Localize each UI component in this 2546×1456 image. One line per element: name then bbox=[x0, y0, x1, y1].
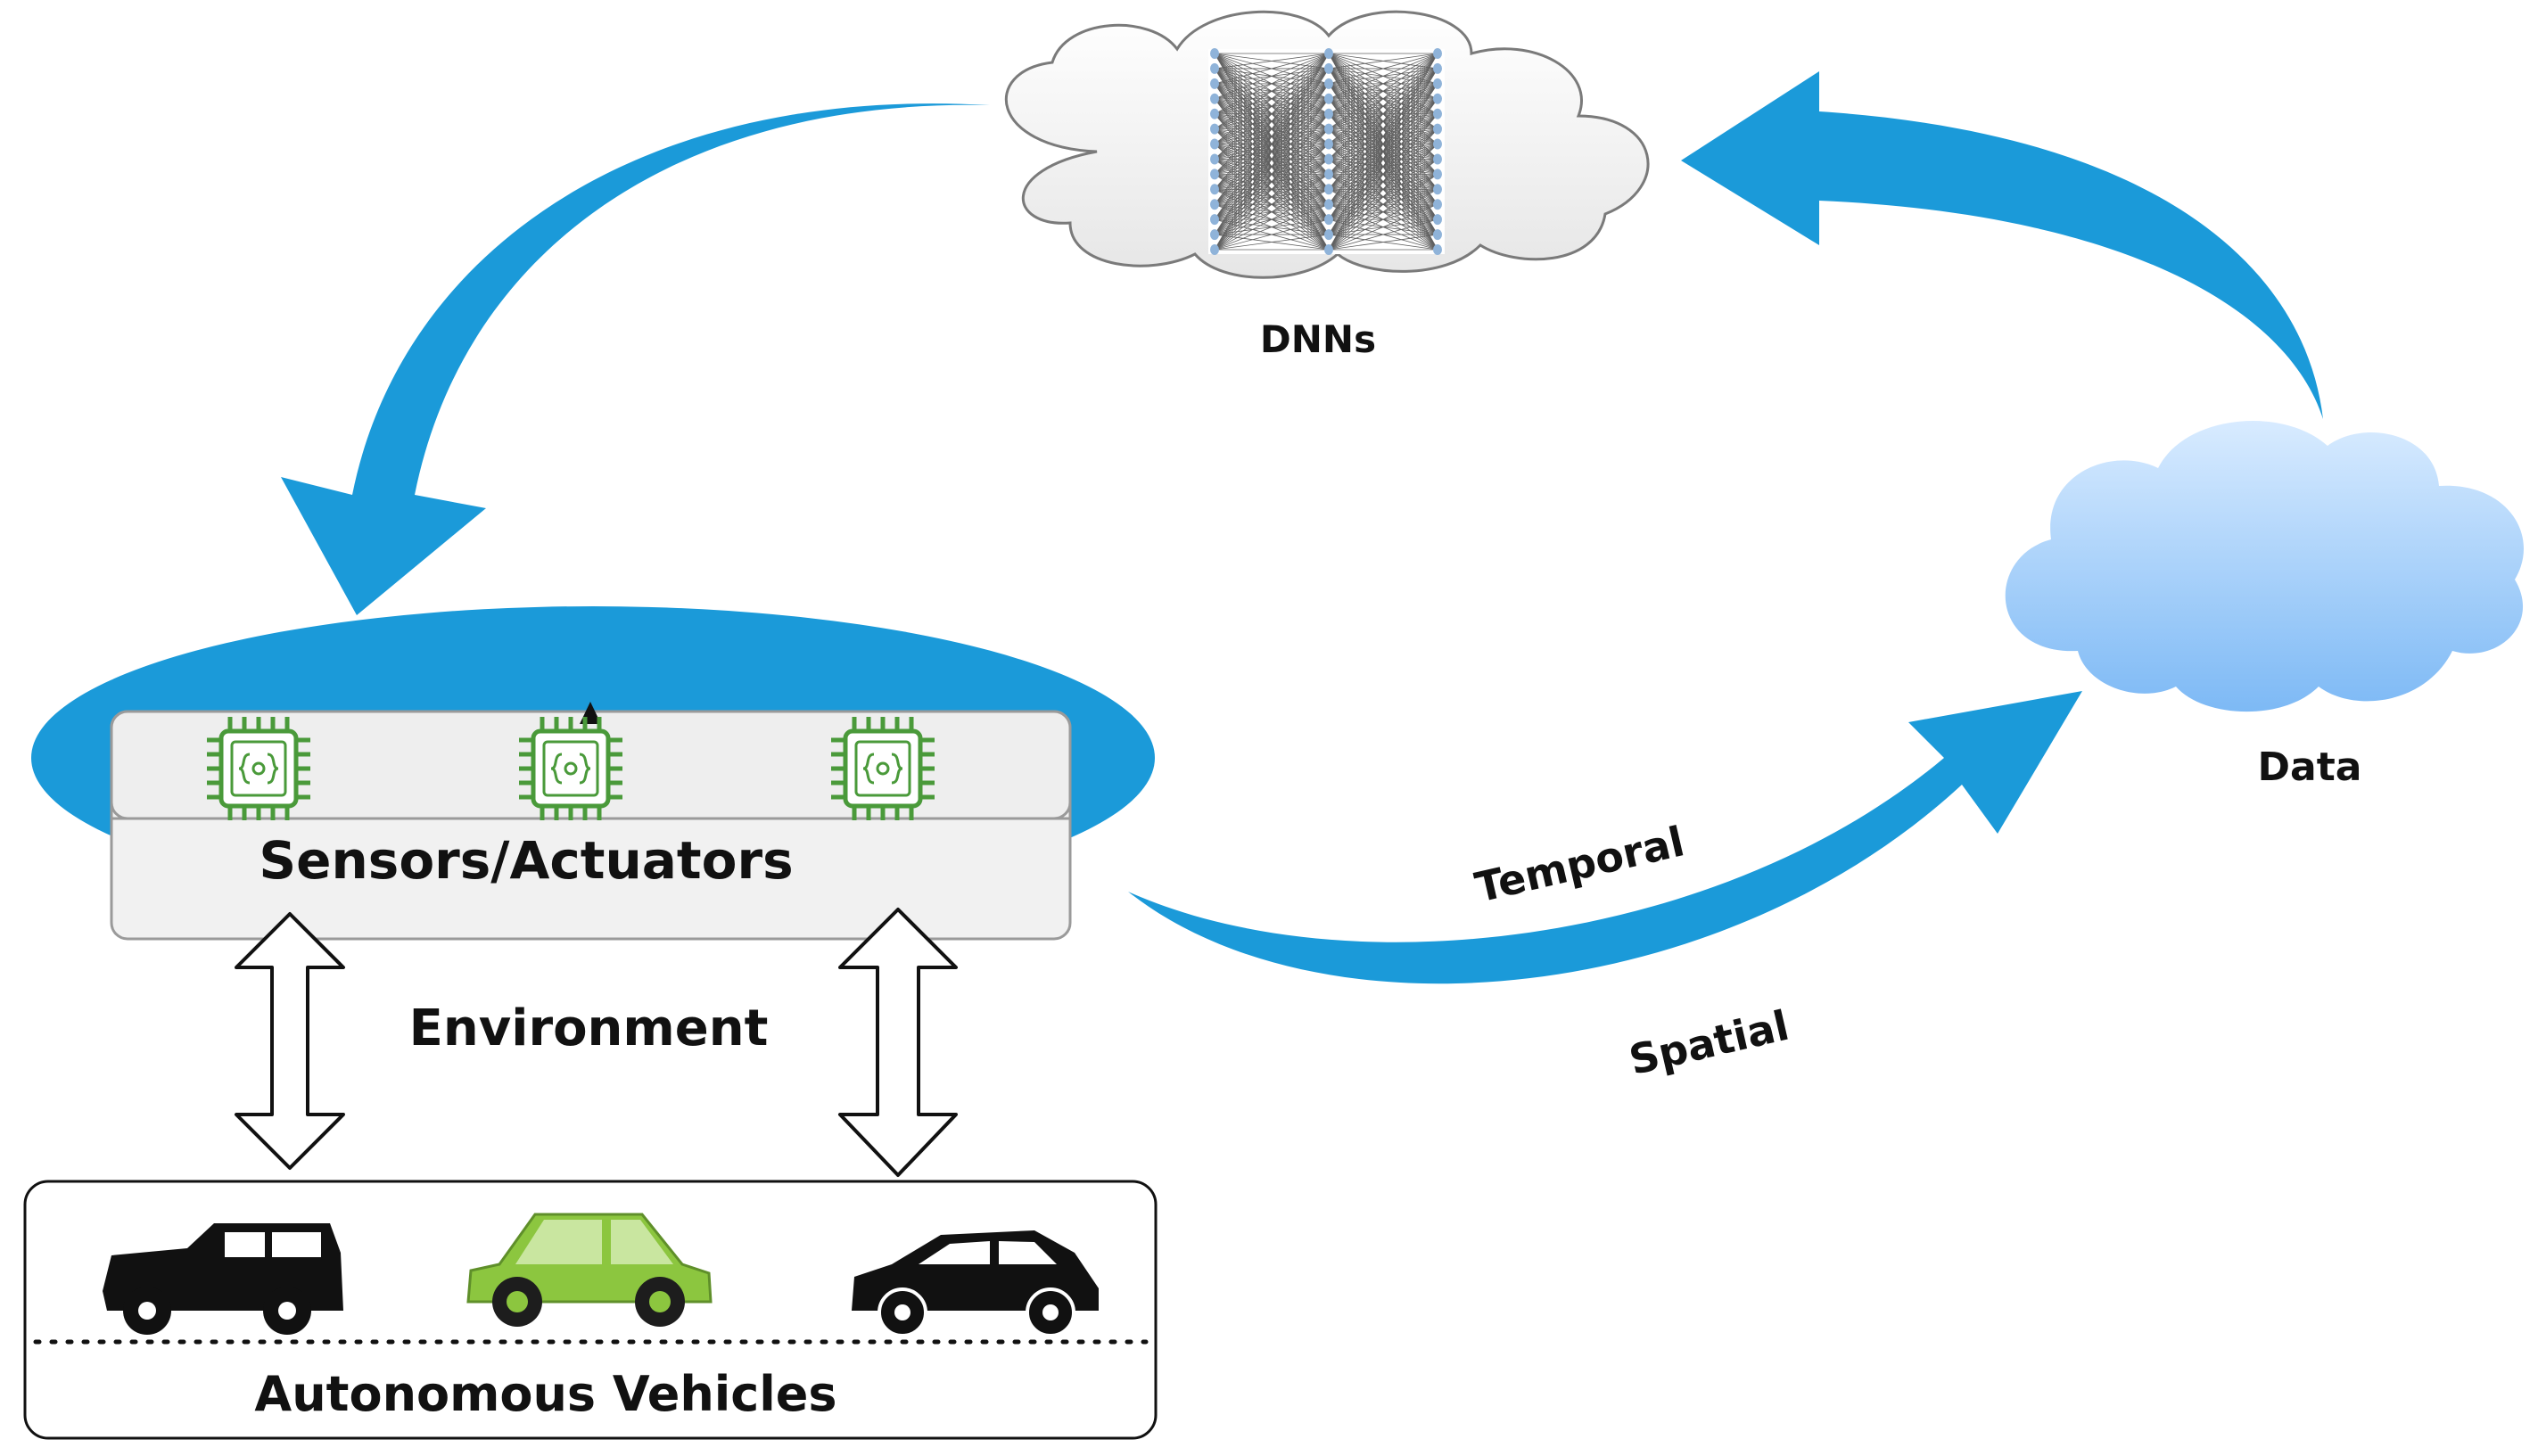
microchip-icon bbox=[519, 717, 622, 820]
microchip-icon bbox=[831, 717, 935, 820]
compact-car-icon bbox=[466, 1213, 713, 1327]
double-arrow-left bbox=[235, 912, 345, 1170]
suv-icon bbox=[103, 1223, 343, 1335]
hatchback-icon bbox=[852, 1230, 1099, 1337]
double-arrow-right bbox=[838, 908, 958, 1177]
arrow-sensors-to-data bbox=[1128, 691, 2082, 984]
dnn-cloud-icon bbox=[1004, 10, 1650, 279]
environment-label: Environment bbox=[409, 999, 769, 1057]
autonomous-vehicles-label: Autonomous Vehicles bbox=[254, 1366, 836, 1422]
data-label: Data bbox=[2258, 744, 2362, 790]
microchip-icon bbox=[207, 717, 310, 820]
temporal-label: Temporal bbox=[1471, 817, 1688, 911]
spatial-label: Spatial bbox=[1625, 1001, 1793, 1084]
dnns-label: DNNs bbox=[1260, 317, 1376, 361]
sensors-actuators-label: Sensors/Actuators bbox=[259, 830, 793, 891]
data-cloud-icon bbox=[2005, 421, 2525, 712]
arrow-data-to-dnn bbox=[1681, 71, 2323, 419]
arrow-dnn-to-sensors bbox=[281, 103, 990, 615]
